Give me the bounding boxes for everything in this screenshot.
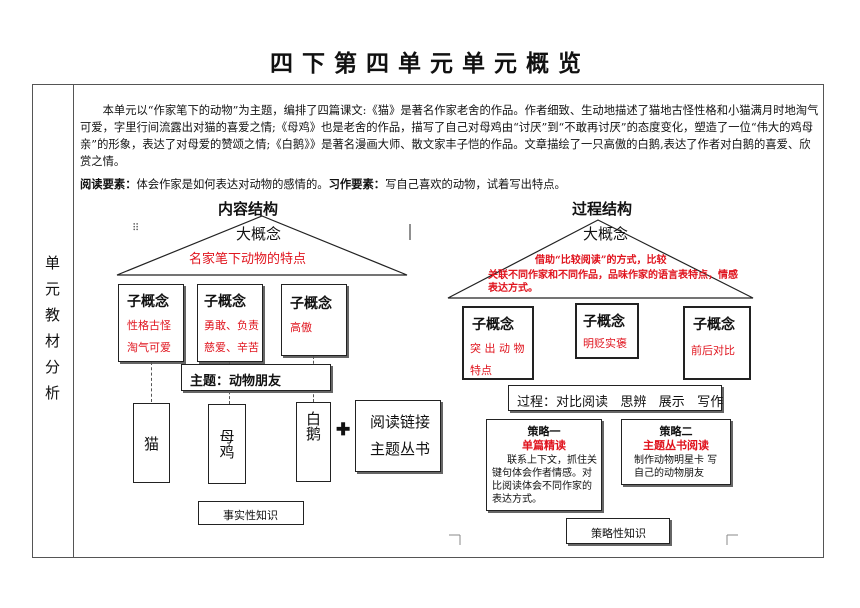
page-title: 四下第四单元单元概览 bbox=[270, 50, 590, 77]
left-roof bbox=[116, 215, 408, 276]
factual-knowledge-box: 事实性知识 bbox=[198, 501, 304, 525]
right-sub-concept-2: 子概念 明贬实褒 bbox=[575, 303, 639, 359]
plus-icon: ✚ bbox=[336, 420, 351, 440]
side-char: 元 bbox=[44, 280, 60, 298]
sub-concept-line: 勇敢、负责 bbox=[204, 319, 259, 332]
intro-paragraph: 本单元以“作家笔下的动物”为主题，编排了四篇课文:《猫》是著名作家老舍的作品。作… bbox=[80, 104, 819, 168]
sub-concept-line: 淘气可爱 bbox=[127, 341, 171, 354]
sub-concept-line: 高傲 bbox=[290, 321, 312, 334]
process-text: 过程：对比阅读 思辨 展示 写作 bbox=[517, 395, 724, 410]
left-sub-concept-2: 子概念 勇敢、负责 慈爱、辛苦 bbox=[197, 284, 263, 362]
theme-text: 主题：动物朋友 bbox=[190, 374, 282, 389]
sub-concept-line: 性格古怪 bbox=[127, 319, 171, 332]
reading-link-line: 阅读链接 bbox=[370, 413, 431, 431]
right-big-concept: 大概念 bbox=[583, 225, 629, 243]
sub-concept-title: 子概念 bbox=[583, 314, 625, 330]
sub-concept-line: 明贬实褒 bbox=[583, 337, 627, 350]
reading-text: 体会作家是如何表达对动物的感情的。 bbox=[136, 178, 329, 191]
theme-box: 主题：动物朋友 bbox=[181, 364, 331, 391]
column-divider bbox=[73, 84, 74, 558]
lesson-goose: 白鹅 bbox=[296, 402, 331, 482]
left-big-concept-desc: 名家笔下动物的特点 bbox=[189, 252, 307, 267]
sub-concept-title: 子概念 bbox=[693, 317, 735, 333]
drag-handle-icon[interactable]: ⠿ bbox=[132, 223, 140, 234]
reading-link-box: 阅读链接 主题丛书 bbox=[355, 400, 441, 472]
side-char: 教 bbox=[44, 306, 60, 324]
reading-label: 阅读要素： bbox=[80, 177, 137, 191]
lesson-label: 猫 bbox=[143, 434, 159, 453]
strategy-title: 策略一 bbox=[527, 425, 561, 438]
lesson-hen: 母鸡 bbox=[208, 404, 246, 484]
process-box: 过程：对比阅读 思辨 展示 写作 bbox=[508, 385, 724, 411]
writing-label: 习作要素： bbox=[328, 177, 386, 191]
strategy-1-box: 策略一 单篇精读 联系上下文，抓住关键句体会作者情感。对比阅读体会不同作家的表达… bbox=[486, 419, 602, 511]
strategic-knowledge-label: 策略性知识 bbox=[591, 527, 646, 540]
side-char: 析 bbox=[44, 384, 60, 402]
left-sub-concept-3: 子概念 高傲 bbox=[281, 284, 347, 356]
lesson-label: 母鸡 bbox=[217, 429, 236, 459]
connector-dash bbox=[151, 362, 152, 402]
side-char: 单 bbox=[44, 254, 60, 272]
sub-concept-title: 子概念 bbox=[127, 294, 169, 310]
sub-concept-line: 特点 bbox=[470, 364, 492, 377]
reading-link-line: 主题丛书 bbox=[370, 440, 431, 458]
left-heading: 内容结构 bbox=[218, 200, 279, 218]
side-char: 材 bbox=[44, 332, 60, 350]
right-big-concept-desc-2: 关联不同作家和不同作品，品味作家的语言表特点，情感表达方式。 bbox=[488, 270, 738, 294]
strategy-2-box: 策略二 主题丛书阅读 制作动物明星卡 写自己的动物朋友 bbox=[621, 419, 731, 485]
sub-concept-line: 突 出 动 物 bbox=[470, 342, 525, 355]
strategy-text: 制作动物明星卡 写自己的动物朋友 bbox=[634, 455, 718, 479]
strategy-subtitle: 单篇精读 bbox=[522, 439, 566, 452]
sub-concept-line: 慈爱、辛苦 bbox=[204, 341, 259, 354]
strategy-title: 策略二 bbox=[659, 425, 693, 438]
left-sub-concept-1: 子概念 性格古怪 淘气可爱 bbox=[118, 284, 184, 362]
left-big-concept: 大概念 bbox=[236, 225, 282, 243]
writing-text: 写自己喜欢的动物，试着写出特点。 bbox=[385, 178, 566, 191]
sub-concept-title: 子概念 bbox=[290, 296, 332, 312]
right-sub-concept-3: 子概念 前后对比 bbox=[683, 306, 751, 380]
requirements-line: 阅读要素：体会作家是如何表达对动物的感情的。习作要素：写自己喜欢的动物，试着写出… bbox=[80, 176, 820, 193]
factual-knowledge-label: 事实性知识 bbox=[223, 509, 278, 522]
strategy-text: 联系上下文，抓住关键句体会作者情感。对比阅读体会不同作家的表达方式。 bbox=[492, 455, 597, 505]
lesson-label: 白鹅 bbox=[304, 411, 322, 441]
lesson-cat: 猫 bbox=[133, 403, 170, 483]
right-big-concept-desc-1: 借助“比较阅读”的方式，比较 bbox=[535, 255, 667, 266]
sub-concept-title: 子概念 bbox=[472, 317, 514, 333]
strategy-subtitle: 主题丛书阅读 bbox=[643, 439, 709, 452]
side-char: 分 bbox=[44, 358, 60, 376]
sub-concept-title: 子概念 bbox=[204, 294, 246, 310]
strategic-knowledge-box: 策略性知识 bbox=[566, 518, 670, 544]
side-label: 单 元 教 材 分 析 bbox=[32, 250, 73, 406]
right-roof bbox=[447, 219, 754, 299]
table-frame bbox=[32, 84, 824, 558]
sub-concept-line: 前后对比 bbox=[691, 344, 735, 357]
right-sub-concept-1: 子概念 突 出 动 物 特点 bbox=[462, 306, 534, 380]
right-heading: 过程结构 bbox=[572, 200, 633, 218]
